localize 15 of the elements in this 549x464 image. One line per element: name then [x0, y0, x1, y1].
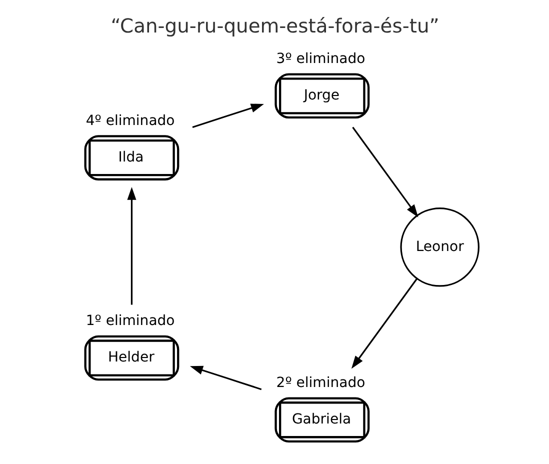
- node-label: 3º eliminado: [276, 50, 365, 67]
- node-label: 1º eliminado: [85, 313, 174, 329]
- node-label: 4º eliminado: [85, 112, 174, 129]
- node-label: 2º eliminado: [276, 374, 365, 391]
- arrow: [352, 126, 418, 218]
- node-box: Jorge: [274, 73, 370, 119]
- arrow: [350, 278, 418, 369]
- node-box: Helder: [84, 335, 179, 381]
- diagram-title: “Can-gu-ru-quem-está-fora-és-tu”: [110, 14, 439, 38]
- node-box: Ilda: [84, 135, 179, 180]
- arrow: [126, 186, 136, 305]
- node-box: Gabriela: [274, 397, 370, 443]
- arrow: [192, 104, 264, 128]
- node-circle: Leonor: [400, 207, 479, 287]
- arrow: [189, 366, 262, 390]
